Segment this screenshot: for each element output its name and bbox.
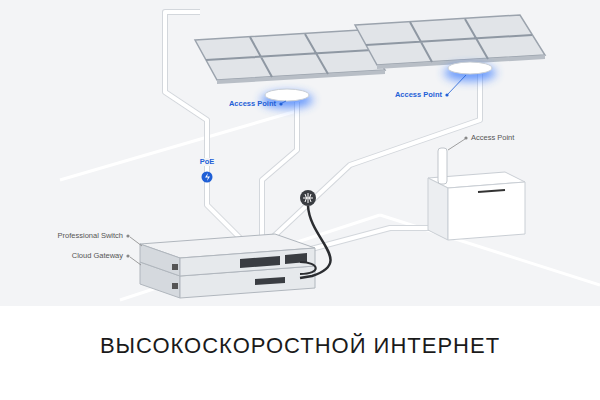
device-label: Professional Switch [58, 232, 123, 240]
leader-dot [126, 234, 129, 237]
internet-cable [300, 206, 331, 278]
cabinet-handle [478, 190, 505, 192]
switch-ports [240, 253, 307, 268]
leader-dot [445, 93, 448, 96]
ceiling-grid [366, 19, 532, 62]
ceiling-panel [195, 30, 385, 84]
poe-label: PoE [198, 158, 217, 166]
device-label: Access Point [229, 100, 276, 108]
device-label: Access Point [471, 134, 514, 142]
leader-line [130, 237, 142, 246]
leader-line [448, 75, 466, 94]
caption: ВЫСОКОСКОРОСТНОЙ ИНТЕРНЕТ [0, 333, 600, 359]
leader-line [448, 139, 465, 150]
leader-dot [464, 136, 467, 139]
gateway-port [172, 283, 178, 289]
poe-glyph [205, 173, 210, 181]
cable-poe [165, 12, 245, 243]
globe-glyph [303, 193, 313, 203]
device-label: Cloud Gateway [72, 252, 123, 260]
illustration-ground [0, 0, 600, 306]
switch-side [140, 244, 180, 276]
leader-dot [279, 102, 282, 105]
cabinet [428, 148, 525, 240]
ceiling-panel-edge [217, 70, 385, 84]
leader-line [282, 101, 286, 103]
cable-outline [165, 12, 245, 243]
cabinet-front [448, 182, 525, 240]
leader-dot [126, 254, 129, 257]
ceiling-panel [355, 15, 545, 69]
switch-port [172, 264, 178, 270]
cable [165, 12, 480, 252]
ceiling-grid [206, 34, 372, 77]
cabinet-side [428, 178, 448, 240]
leader [126, 75, 467, 265]
globe-icon [300, 190, 316, 206]
poe-icon [202, 172, 213, 183]
access-point-disc [448, 62, 492, 74]
leader-line [130, 257, 141, 265]
network-rack [140, 234, 315, 298]
patch-cable [300, 262, 316, 274]
floor-line [60, 110, 600, 300]
device-label: Access Point [395, 91, 442, 99]
gateway-ports [255, 277, 285, 285]
antenna-access-point [438, 148, 447, 184]
switch-front [180, 248, 315, 276]
